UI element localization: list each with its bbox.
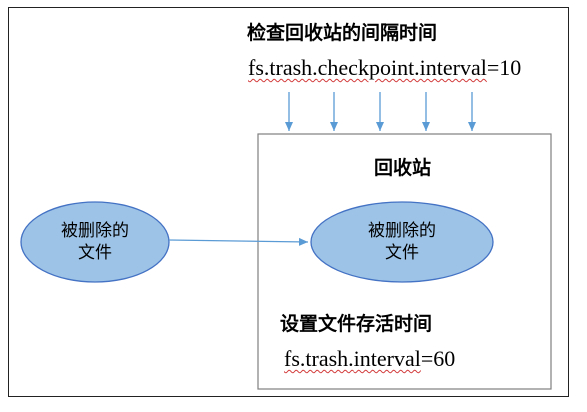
keep-config-prefix: fs.trash. [284,346,354,371]
keep-config-value: =60 [420,346,456,371]
config-key: checkpoint.interval [317,55,487,80]
interval-arrows [285,92,476,131]
config-prefix: fs.trash. [248,55,318,80]
deleted-file-inside-line2: 文件 [385,243,419,263]
checkpoint-interval-title: 检查回收站的间隔时间 [247,22,438,44]
move-to-trash-arrow [168,237,309,246]
checkpoint-interval-config: fs.trash.checkpoint.interval=10 [248,55,521,81]
keep-time-config: fs.trash.interval=60 [284,346,455,372]
deleted-file-inside-line1: 被删除的 [368,221,436,241]
deleted-file-outside-line2: 文件 [78,243,112,263]
outer-frame [8,7,569,397]
keep-config-key: interval [353,346,421,371]
config-value: =10 [486,55,522,80]
deleted-file-outside-ellipse [20,201,170,283]
trash-bin-title: 回收站 [374,157,432,179]
deleted-file-inside-ellipse [310,201,494,283]
deleted-file-outside-line1: 被删除的 [61,221,129,241]
trash-bin-box [257,133,552,390]
deleted-file-outside-label: 被删除的 文件 [45,220,145,264]
deleted-file-inside-label: 被删除的 文件 [352,220,452,264]
keep-time-title: 设置文件存活时间 [280,313,433,335]
